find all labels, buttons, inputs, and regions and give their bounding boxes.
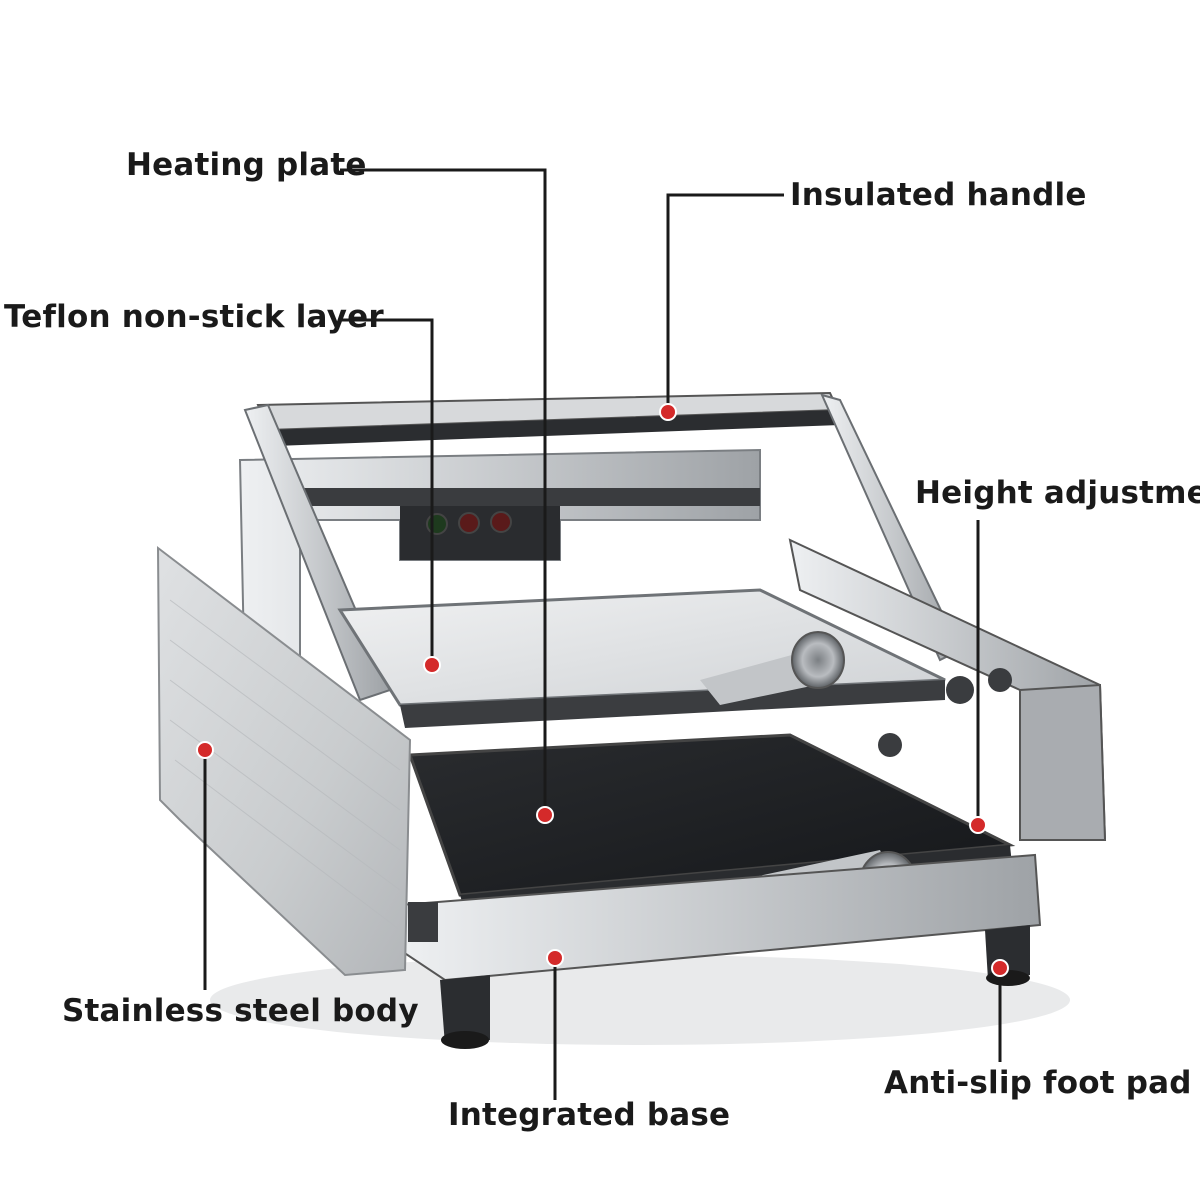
label-integrated-base: Integrated base: [448, 1097, 731, 1133]
heat-indicator-icon: [490, 511, 512, 533]
power-indicator-icon: [426, 513, 448, 535]
label-insulated-handle: Insulated handle: [790, 177, 1087, 213]
marker-insulated-handle: [659, 403, 677, 421]
floor-shadow: [210, 955, 1070, 1045]
handle-frame: [243, 391, 962, 702]
marker-teflon-layer: [423, 656, 441, 674]
right-side-panel: [788, 538, 1107, 841]
label-heating-plate: Heating plate: [126, 147, 367, 183]
foot-pad: [441, 1031, 489, 1049]
callout-markers: [196, 403, 1009, 977]
marker-heating-plate: [536, 806, 554, 824]
leader-teflon-layer: [342, 318, 434, 665]
marker-height-adjustment: [969, 816, 987, 834]
label-anti-slip-foot-pad: Anti-slip foot pad: [884, 1065, 1192, 1101]
rear-housing: [238, 448, 761, 701]
label-height-adjustment: Height adjustment: [915, 475, 1200, 511]
upper-handle-tube: [791, 631, 845, 689]
marker-integrated-base: [546, 949, 564, 967]
leader-lines: [203, 168, 1002, 1100]
label-stainless-body: Stainless steel body: [62, 993, 419, 1029]
leader-insulated-handle: [666, 193, 784, 412]
leader-heating-plate: [340, 168, 547, 815]
marker-stainless-body: [196, 741, 214, 759]
label-teflon-layer: Teflon non-stick layer: [4, 299, 384, 335]
heat-indicator-icon: [458, 512, 480, 534]
upper-heating-plate: [337, 588, 946, 728]
marker-anti-slip-foot-pad: [991, 959, 1009, 977]
